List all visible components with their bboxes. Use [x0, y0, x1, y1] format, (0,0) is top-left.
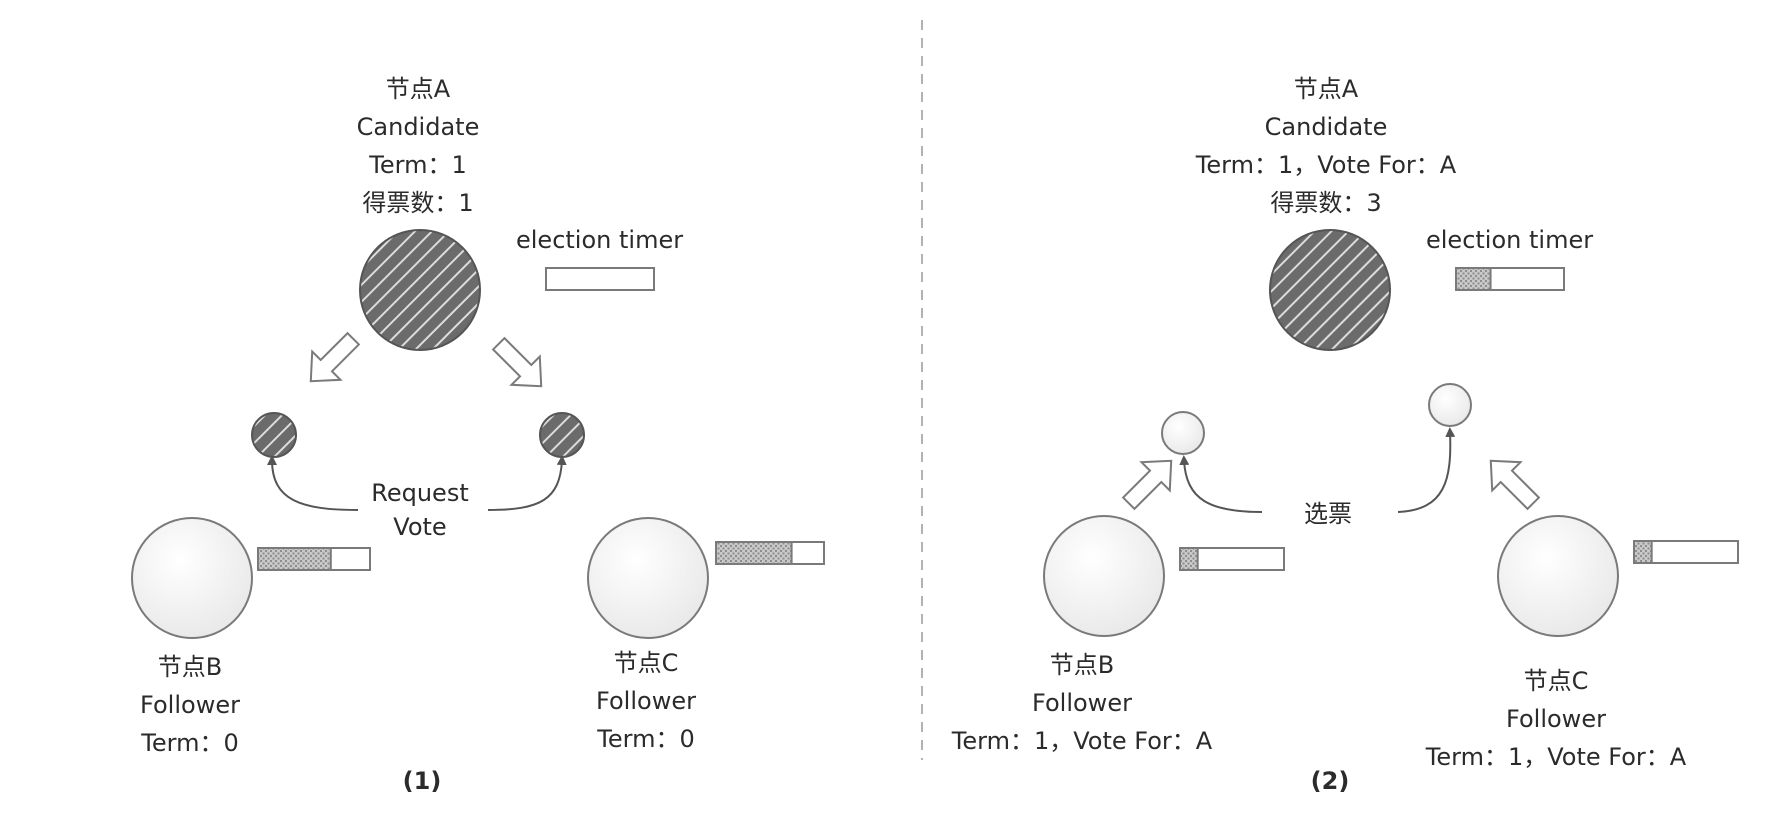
panel2-node-a-leader	[1269, 229, 1391, 351]
panel2-arrow-from-c	[1489, 459, 1541, 511]
panel1-node-a-role: Candidate	[356, 113, 480, 141]
panel1-request-vote-label: Request Vote	[371, 476, 469, 544]
panel1-node-a-votes: 得票数：1	[362, 189, 474, 217]
panel2-vote-message-c	[1428, 383, 1472, 427]
panel1-node-a-name: 节点A	[385, 75, 451, 103]
panel2-election-timer-label: election timer	[1426, 226, 1594, 254]
panel1-node-a-label: 节点A Candidate Term：1 得票数：1	[357, 70, 480, 222]
panel1-node-c-term: Term：0	[597, 725, 695, 753]
panel1-arrow-to-c	[491, 336, 543, 388]
panel1-node-c-name: 节点C	[613, 649, 679, 677]
panel1-node-a-candidate	[359, 229, 481, 351]
panel1-node-b-follower	[131, 517, 253, 639]
panel1-node-a-election-timer	[545, 267, 655, 291]
panel1-node-a-term: Term：1	[369, 151, 467, 179]
panel1-node-c-label: 节点C Follower Term：0	[596, 644, 696, 758]
panel1-election-timer-label: election timer	[516, 226, 684, 254]
panel1-node-b-term: Term：0	[141, 729, 239, 757]
panel1-caption: (1)	[402, 767, 442, 795]
panel1-node-b-timer-fill	[257, 547, 332, 571]
panel2-node-b-term: Term：1，Vote For：A	[951, 727, 1213, 755]
panel2-node-a-term: Term：1，Vote For：A	[1195, 151, 1457, 179]
panel1-node-b-role: Follower	[140, 691, 240, 719]
panel2-curve-to-b	[1179, 455, 1263, 513]
panel1-request-vote-line2: Vote	[393, 513, 447, 541]
panel2-vote-label: 选票	[1304, 500, 1352, 528]
panel2-node-a-name: 节点A	[1293, 75, 1359, 103]
panel2-arrow-from-b	[1121, 459, 1173, 511]
panel1-node-c-timer-fill	[715, 541, 793, 565]
panel1-curve-to-c	[487, 455, 567, 511]
panel1-arrow-to-b	[309, 331, 361, 383]
panel1-request-vote-message-b	[251, 412, 297, 458]
panel2-node-a-votes: 得票数：3	[1270, 189, 1382, 217]
panel2-node-c-follower	[1497, 515, 1619, 637]
panel2-node-b-role: Follower	[1032, 689, 1132, 717]
panel2-node-c-timer-fill	[1633, 540, 1653, 564]
panel2-node-a-label: 节点A Candidate Term：1，Vote For：A 得票数：3	[1196, 70, 1456, 222]
panel1-node-b-name: 节点B	[157, 653, 223, 681]
panel2-node-c-name: 节点C	[1523, 667, 1589, 695]
panel2-node-b-follower	[1043, 515, 1165, 637]
panel2-node-c-label: 节点C Follower Term：1，Vote For：A	[1426, 662, 1686, 776]
panel2-node-a-role: Candidate	[1264, 113, 1388, 141]
panel2-node-c-role: Follower	[1506, 705, 1606, 733]
panel1-node-c-follower	[587, 517, 709, 639]
panel1-request-vote-message-c	[539, 412, 585, 458]
panel1-curve-to-b	[267, 455, 359, 511]
panel2-node-b-name: 节点B	[1049, 651, 1115, 679]
panel2-vote-message-b	[1161, 411, 1205, 455]
panel1-request-vote-line1: Request	[371, 479, 469, 507]
panel2-node-c-term: Term：1，Vote For：A	[1425, 743, 1687, 771]
panel1-node-c-role: Follower	[596, 687, 696, 715]
panel2-node-a-timer-fill	[1455, 267, 1492, 291]
panel2-node-b-timer-fill	[1179, 547, 1199, 571]
panel2-caption: (2)	[1310, 767, 1350, 795]
panel1-node-b-label: 节点B Follower Term：0	[140, 648, 240, 762]
panel2-node-b-label: 节点B Follower Term：1，Vote For：A	[952, 646, 1212, 760]
panel2-curve-to-c	[1397, 427, 1456, 513]
